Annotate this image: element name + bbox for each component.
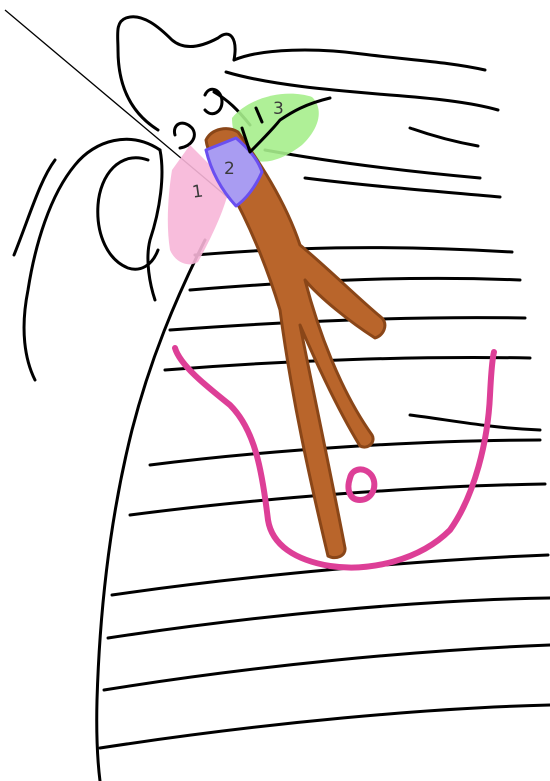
region-2-label: 2	[224, 159, 235, 179]
region-3-label: 3	[273, 99, 284, 119]
